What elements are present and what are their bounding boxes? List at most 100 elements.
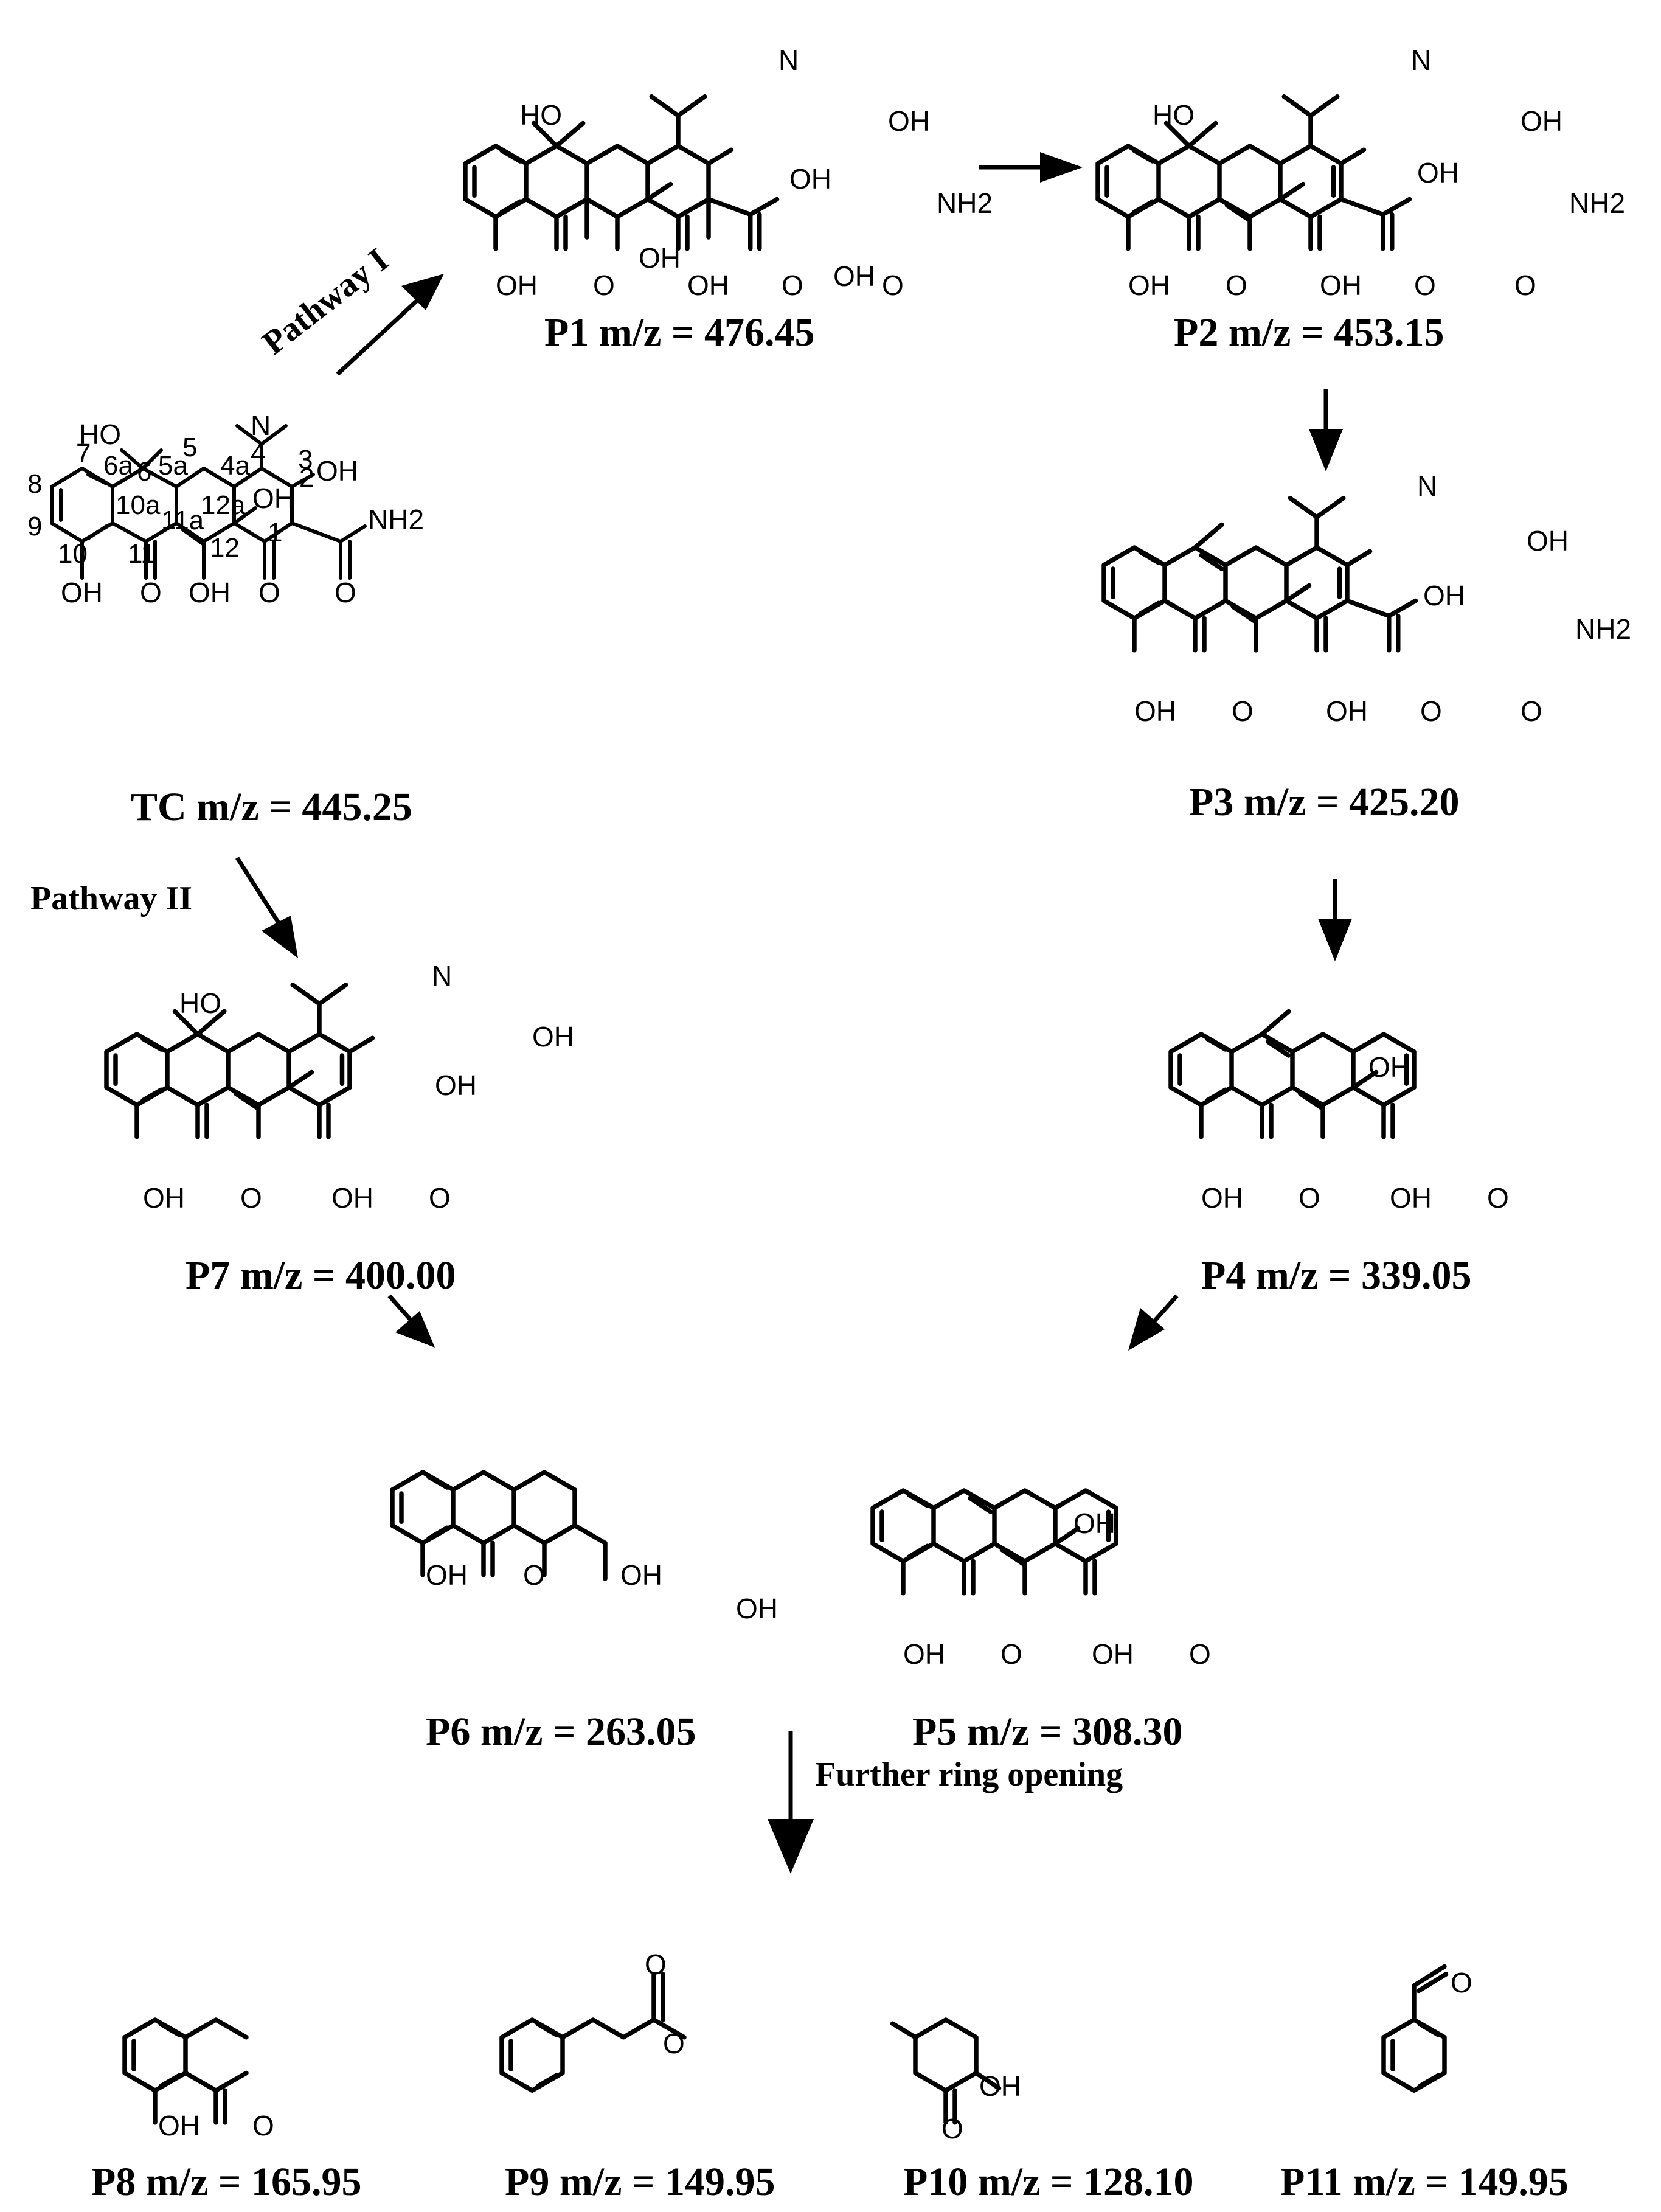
atom-oh: OH bbox=[496, 270, 538, 301]
compound-label-p4: P4 m/z = 339.05 bbox=[1201, 1253, 1472, 1298]
atom-o: O bbox=[429, 1182, 451, 1214]
arrowhead bbox=[1040, 152, 1083, 183]
atom-oh: OH bbox=[979, 2070, 1021, 2102]
pathway-1-label: Pathway I bbox=[255, 241, 396, 362]
atom-oh: OH bbox=[1521, 105, 1562, 137]
atom-oh: OH bbox=[1390, 1182, 1432, 1214]
atom-oh: OH bbox=[426, 1559, 468, 1591]
atom-o: O bbox=[1232, 695, 1254, 727]
atom-oh: OH bbox=[789, 163, 831, 195]
structure-p1 bbox=[463, 94, 780, 251]
atom-number: 10 bbox=[58, 539, 88, 569]
arrow-pathway-2 bbox=[235, 857, 282, 926]
atom-o: O bbox=[140, 577, 162, 608]
arrowhead bbox=[262, 916, 298, 958]
atom-number: 10a bbox=[116, 490, 161, 520]
atom-number: 6 bbox=[137, 457, 151, 487]
atom-oh: OH bbox=[639, 242, 681, 274]
atom-oh: OH bbox=[189, 577, 231, 608]
atom-o: O bbox=[1414, 270, 1436, 301]
structure-p6 bbox=[390, 1470, 608, 1581]
atom-number: 2 bbox=[299, 463, 314, 493]
atom-oh: OH bbox=[143, 1182, 185, 1214]
atom-oh: OH bbox=[1201, 1182, 1243, 1214]
atom-nh2: NH2 bbox=[937, 187, 993, 219]
compound-label-p11: P11 m/z = 149.95 bbox=[1280, 2160, 1569, 2204]
atom-o: O bbox=[593, 270, 615, 301]
atom-oh: OH bbox=[61, 577, 103, 608]
atom-number: 4 bbox=[251, 439, 265, 468]
compound-label-p10: P10 m/z = 128.10 bbox=[903, 2160, 1194, 2204]
atom-o: O bbox=[258, 577, 280, 608]
structure-p5 bbox=[870, 1488, 1118, 1596]
atom-number: 12 bbox=[210, 533, 240, 563]
atom-o: O bbox=[1487, 1182, 1509, 1214]
atom-o: O bbox=[335, 577, 356, 608]
atom-nh2: NH2 bbox=[1575, 613, 1631, 645]
atom-oh: OH bbox=[158, 2110, 200, 2141]
atom-o: O bbox=[782, 270, 803, 301]
atom-oh: OH bbox=[1417, 157, 1459, 189]
compound-label-p6: P6 m/z = 263.05 bbox=[426, 1709, 696, 1754]
atom-o: O bbox=[1521, 695, 1542, 727]
compound-label-p5: P5 m/z = 308.30 bbox=[912, 1709, 1183, 1754]
compound-label-p9: P9 m/z = 149.95 bbox=[505, 2160, 775, 2204]
atom-o: O bbox=[663, 2028, 685, 2059]
atom-oh: OH bbox=[1368, 1051, 1410, 1083]
atom-oh: OH bbox=[833, 260, 875, 292]
atom-oh: OH bbox=[1128, 270, 1170, 301]
atom-number: 6a bbox=[103, 451, 133, 481]
atom-n: N bbox=[432, 960, 452, 992]
atom-number: 5 bbox=[182, 433, 197, 462]
atom-o: O bbox=[941, 2113, 963, 2144]
atom-oh: OH bbox=[252, 482, 294, 514]
structure-p7 bbox=[104, 983, 375, 1139]
compound-label-p1: P1 m/z = 476.45 bbox=[544, 310, 815, 355]
atom-ho: HO bbox=[79, 419, 121, 450]
atom-oh: OH bbox=[1134, 695, 1176, 727]
atom-n: N bbox=[1417, 470, 1437, 502]
atom-o: O bbox=[645, 1949, 667, 1980]
atom-number: 7 bbox=[76, 439, 91, 468]
atom-oh: OH bbox=[1527, 525, 1569, 557]
atom-ho: HO bbox=[179, 987, 221, 1019]
atom-o: O bbox=[240, 1182, 262, 1214]
atom-o: O bbox=[252, 2110, 274, 2141]
atom-o: O bbox=[523, 1559, 545, 1591]
atom-oh: OH bbox=[736, 1593, 778, 1624]
atom-o: O bbox=[1189, 1638, 1211, 1670]
arrow-p4-p5 bbox=[1151, 1294, 1179, 1325]
atom-nh2: NH2 bbox=[368, 504, 424, 535]
atom-number: 5a bbox=[158, 451, 188, 481]
pathway-2-label: Pathway II bbox=[30, 880, 192, 917]
arrowhead bbox=[395, 1311, 435, 1348]
atom-oh: OH bbox=[888, 105, 930, 137]
atom-o: O bbox=[1420, 695, 1442, 727]
atom-o: O bbox=[1299, 1182, 1320, 1214]
atom-oh: OH bbox=[1092, 1638, 1134, 1670]
compound-label-tc: TC m/z = 445.25 bbox=[131, 785, 412, 829]
atom-number: 9 bbox=[27, 512, 42, 541]
arrow-pathway-1 bbox=[336, 296, 421, 376]
structure-p2 bbox=[1095, 94, 1412, 251]
structure-p10 bbox=[890, 2017, 1002, 2125]
atom-oh: OH bbox=[331, 1182, 373, 1214]
atom-number: 1 bbox=[268, 518, 282, 548]
atom-ho: HO bbox=[1153, 99, 1195, 131]
atom-oh: OH bbox=[1326, 695, 1368, 727]
structure-p9 bbox=[499, 1972, 687, 2093]
atom-o: O bbox=[882, 270, 904, 301]
atom-oh: OH bbox=[435, 1069, 477, 1101]
further-ring-opening-label: Further ring opening bbox=[815, 1756, 1123, 1793]
atom-oh: OH bbox=[1423, 580, 1465, 611]
atom-n: N bbox=[1411, 44, 1431, 76]
arrowhead bbox=[401, 274, 444, 310]
structure-p8 bbox=[122, 2017, 249, 2125]
arrowhead bbox=[1128, 1308, 1165, 1351]
compound-label-p3: P3 m/z = 425.20 bbox=[1189, 780, 1460, 824]
atom-number: 11 bbox=[128, 539, 156, 569]
atom-oh: OH bbox=[316, 455, 358, 487]
atom-n: N bbox=[251, 409, 271, 441]
atom-number: 3 bbox=[298, 445, 313, 475]
